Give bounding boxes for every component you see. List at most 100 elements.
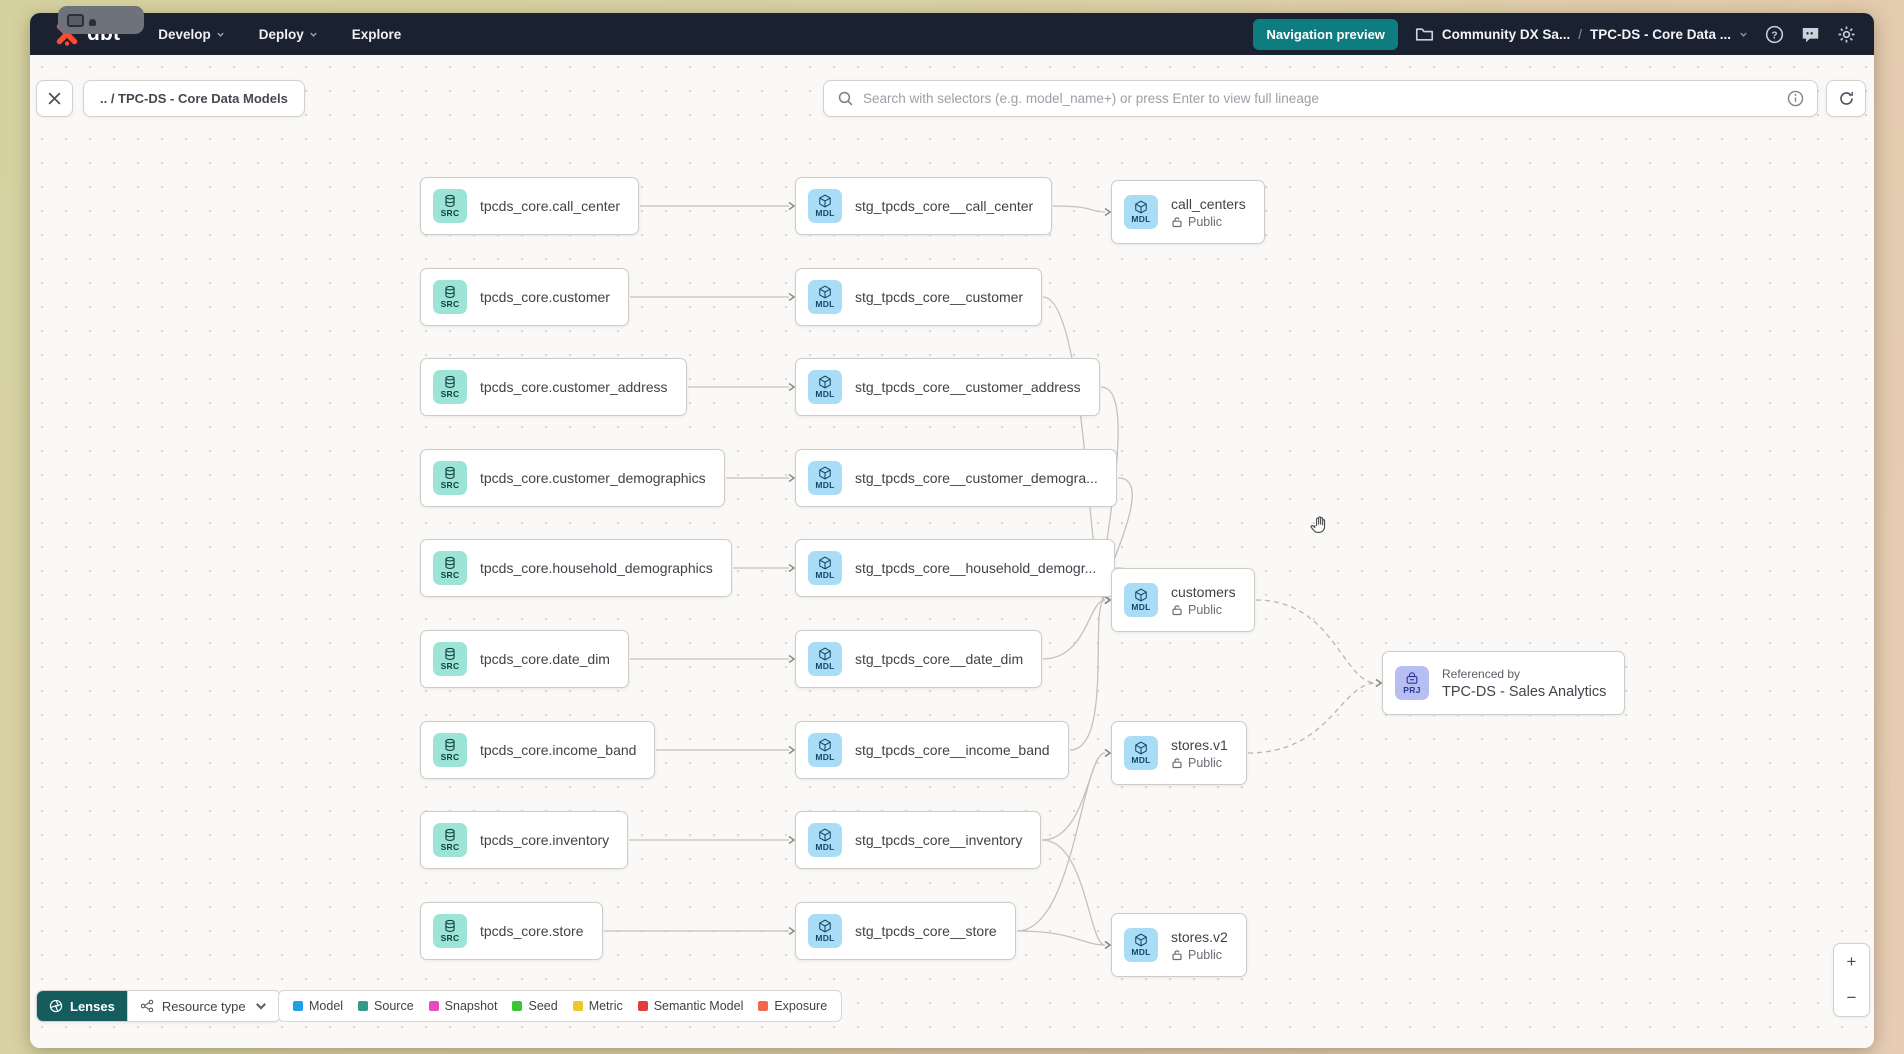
node-label: tpcds_core.customer	[480, 289, 610, 305]
model-node-stg_tpcds_core__customer_demogra...[interactable]: MDL stg_tpcds_core__customer_demogra...	[795, 449, 1117, 507]
breadcrumb-page[interactable]: TPC-DS - Core Data ...	[1589, 26, 1731, 42]
node-label: stg_tpcds_core__customer_demogra...	[855, 470, 1098, 486]
model-icon: MDL	[808, 914, 842, 948]
legend-swatch	[572, 1001, 583, 1011]
node-label: call_centers	[1171, 195, 1246, 212]
breadcrumb-project[interactable]: Community DX Sa...	[1441, 26, 1571, 42]
model-icon: MDL	[808, 280, 842, 314]
node-label: tpcds_core.customer_address	[480, 379, 668, 395]
legend-item-model: Model	[293, 999, 343, 1013]
settings-gear-icon[interactable]	[1837, 25, 1856, 44]
legend-item-exposure: Exposure	[758, 999, 827, 1013]
model-icon: MDL	[808, 823, 842, 857]
feedback-icon[interactable]	[1801, 25, 1820, 44]
source-node-tpcds_core.date_dim[interactable]: SRC tpcds_core.date_dim	[420, 630, 629, 688]
legend-label: Semantic Model	[653, 999, 744, 1013]
lenses-button[interactable]: Lenses	[37, 991, 127, 1021]
node-label: customers	[1171, 583, 1236, 600]
resource-type-icon	[140, 999, 154, 1013]
model-icon: MDL	[1124, 195, 1158, 229]
nav-item-deploy[interactable]: Deploy	[259, 27, 318, 42]
breadcrumb-separator: /	[1578, 26, 1582, 42]
legend-label: Snapshot	[444, 999, 498, 1013]
chevron-down-icon	[310, 32, 317, 37]
zoom-in-button[interactable]: +	[1834, 944, 1869, 980]
refresh-lineage-button[interactable]	[1826, 80, 1866, 117]
node-label: tpcds_core.customer_demographics	[480, 470, 706, 486]
nav-item-develop[interactable]: Develop	[158, 27, 225, 42]
zoom-out-button[interactable]: −	[1834, 980, 1869, 1016]
node-label: tpcds_core.store	[480, 923, 584, 939]
resource-type-dropdown[interactable]: Resource type	[126, 991, 280, 1021]
legend-swatch	[512, 1001, 523, 1011]
close-icon	[48, 92, 61, 105]
access-badge: Public	[1171, 948, 1228, 962]
model-node-stg_tpcds_core__inventory[interactable]: MDL stg_tpcds_core__inventory	[795, 811, 1042, 869]
legend-item-source: Source	[358, 999, 414, 1013]
nav-item-label: Explore	[351, 26, 402, 42]
resource-type-label: Resource type	[161, 998, 246, 1014]
model-icon: MDL	[1124, 736, 1158, 770]
main-nav: Develop Deploy Explore	[158, 27, 401, 42]
legend-item-metric: Metric	[572, 999, 623, 1013]
model-icon: MDL	[1124, 583, 1158, 617]
nav-item-label: Develop	[158, 26, 211, 42]
lineage-canvas[interactable]: .. / TPC-DS - Core Data Models Lenses	[30, 55, 1874, 1048]
legend-item-seed: Seed	[512, 999, 558, 1013]
legend-item-snapshot: Snapshot	[428, 999, 498, 1013]
source-icon: SRC	[433, 551, 467, 585]
source-icon: SRC	[433, 733, 467, 767]
access-badge: Public	[1171, 756, 1228, 770]
lineage-search[interactable]	[823, 80, 1818, 117]
source-icon: SRC	[433, 642, 467, 676]
lineage-breadcrumb[interactable]: .. / TPC-DS - Core Data Models	[83, 80, 305, 117]
navigation-preview-button[interactable]: Navigation preview	[1253, 18, 1398, 50]
lenses-control: Lenses Resource type	[36, 990, 281, 1022]
legend-swatch	[428, 1001, 439, 1011]
chevron-down-icon[interactable]	[1739, 30, 1748, 39]
help-icon[interactable]: ?	[1765, 25, 1784, 44]
project-node-TPC-DS - Sales Analytics[interactable]: PRJReferenced byTPC-DS - Sales Analytics	[1382, 651, 1626, 715]
close-lineage-button[interactable]	[36, 80, 73, 117]
node-label: tpcds_core.date_dim	[480, 651, 610, 667]
legend-label: Seed	[528, 999, 558, 1013]
legend-label: Metric	[588, 999, 623, 1013]
referenced-by-label: Referenced by	[1442, 666, 1521, 681]
model-icon: MDL	[808, 461, 842, 495]
legend-item-semantic-model: Semantic Model	[637, 999, 744, 1013]
legend-swatch	[637, 1001, 648, 1011]
node-label: tpcds_core.income_band	[480, 742, 637, 758]
node-label: stg_tpcds_core__household_demogr...	[855, 560, 1097, 576]
node-label: stores.v2	[1171, 928, 1228, 945]
breadcrumb: Community DX Sa... / TPC-DS - Core Data …	[1415, 25, 1748, 44]
source-node-tpcds_core.income_band[interactable]: SRC tpcds_core.income_band	[420, 721, 656, 779]
refresh-icon	[1839, 91, 1853, 105]
info-icon[interactable]	[1787, 90, 1804, 107]
search-icon	[837, 90, 854, 107]
screen-share-pill	[58, 6, 144, 34]
nav-item-explore[interactable]: Explore	[352, 27, 402, 42]
search-input[interactable]	[863, 91, 1778, 106]
node-label: stg_tpcds_core__inventory	[855, 832, 1023, 848]
folder-icon	[1415, 25, 1434, 44]
